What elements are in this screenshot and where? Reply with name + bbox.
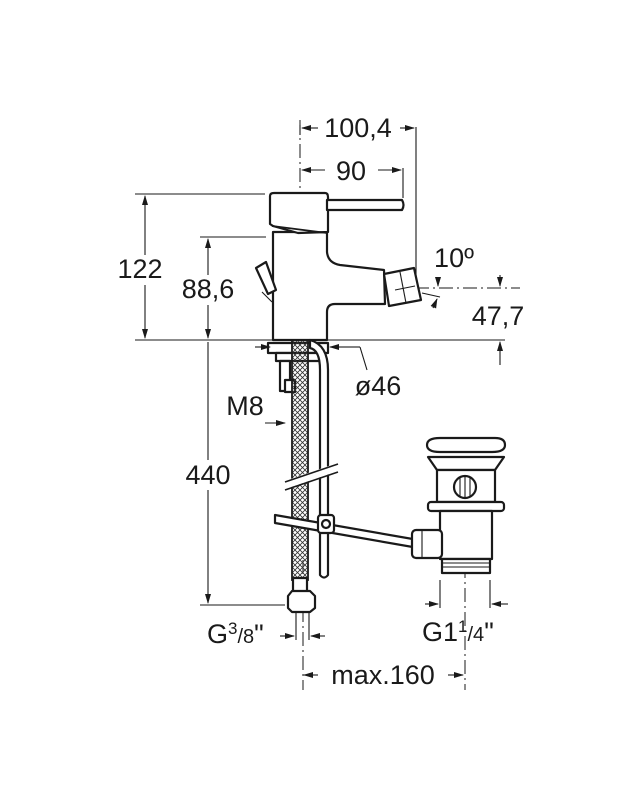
pop-up-rod bbox=[308, 338, 330, 579]
pop-up-waste bbox=[410, 436, 507, 575]
dimension-lines bbox=[135, 125, 508, 678]
faucet-body bbox=[254, 191, 423, 394]
dim-stud-thread: M8 bbox=[226, 391, 264, 421]
dim-base-diameter: ø46 bbox=[355, 371, 402, 401]
flexible-hose bbox=[283, 338, 340, 614]
dim-waste-distance: max.160 bbox=[331, 660, 435, 690]
dim-total-height: 122 bbox=[117, 254, 162, 284]
dim-spout-height: 47,7 bbox=[472, 301, 525, 331]
dim-spout-angle: 10º bbox=[434, 243, 474, 273]
dim-overall-reach: 100,4 bbox=[324, 113, 392, 143]
hose-nut bbox=[286, 589, 317, 614]
lever-handle bbox=[325, 198, 405, 212]
dim-hose-connection: G3/8" bbox=[207, 619, 264, 649]
dim-waste-connection: G11/4" bbox=[422, 617, 494, 647]
dim-body-height: 88,6 bbox=[182, 274, 235, 304]
dim-lever-reach: 90 bbox=[336, 156, 366, 186]
pop-up-knob bbox=[254, 260, 278, 296]
dim-hose-length: 440 bbox=[185, 460, 230, 490]
